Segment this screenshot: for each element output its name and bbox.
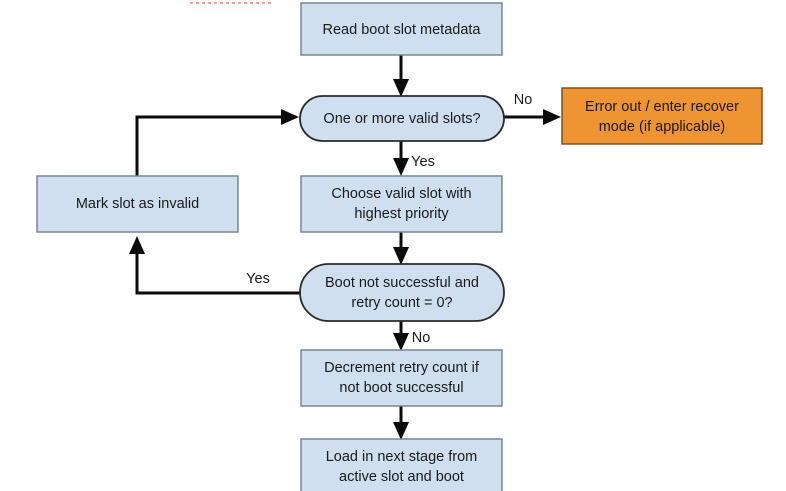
node-one-or-more-valid-slots-line1: One or more valid slots?	[323, 111, 480, 127]
node-load-next-stage-line2: active slot and boot	[339, 469, 464, 485]
connector-valid-to-error	[504, 109, 561, 125]
node-mark-slot-as-invalid[interactable]: Mark slot as invalid	[36, 175, 239, 233]
node-choose-valid-slot-line2: highest priority	[354, 206, 449, 222]
node-load-next-stage[interactable]: Load in next stage from active slot and …	[300, 438, 503, 491]
node-boot-not-successful-line1: Boot not successful and	[325, 275, 479, 291]
node-load-next-stage-line1: Load in next stage from	[326, 449, 478, 465]
node-error-out-line2: mode (if applicable)	[599, 119, 726, 135]
connector-boot-to-mark	[129, 236, 300, 295]
edge-label-yes-retry-loop: Yes	[246, 271, 270, 287]
node-choose-valid-slot[interactable]: Choose valid slot with highest priority	[300, 175, 503, 233]
node-error-out-line1: Error out / enter recover	[585, 99, 739, 115]
node-boot-not-successful[interactable]: Boot not successful and retry count = 0?	[299, 263, 505, 322]
node-decrement-retry-count-line1: Decrement retry count if	[324, 360, 480, 376]
connector-choose-to-boot	[393, 232, 409, 265]
connector-decrement-to-load	[393, 405, 409, 440]
connector-valid-to-choose	[393, 140, 409, 176]
edge-label-no-valid-slots: No	[514, 92, 533, 108]
node-choose-valid-slot-line1: Choose valid slot with	[331, 186, 471, 202]
connector-boot-to-decrement	[393, 320, 409, 351]
node-read-boot-slot-metadata-line1: Read boot slot metadata	[323, 22, 482, 38]
connector-read-to-valid	[393, 55, 409, 97]
node-mark-slot-as-invalid-line1: Mark slot as invalid	[76, 196, 199, 212]
node-error-out[interactable]: Error out / enter recover mode (if appli…	[561, 87, 763, 145]
node-decrement-retry-count-line2: not boot successful	[339, 380, 463, 396]
node-read-boot-slot-metadata[interactable]: Read boot slot metadata	[300, 2, 503, 56]
connector-mark-to-valid	[135, 109, 299, 176]
edge-label-no-retry: No	[412, 330, 431, 346]
node-one-or-more-valid-slots[interactable]: One or more valid slots?	[299, 95, 505, 142]
node-decrement-retry-count[interactable]: Decrement retry count if not boot succes…	[300, 349, 503, 407]
node-boot-not-successful-line2: retry count = 0?	[351, 295, 452, 311]
edge-label-yes-valid-slots: Yes	[411, 154, 435, 170]
